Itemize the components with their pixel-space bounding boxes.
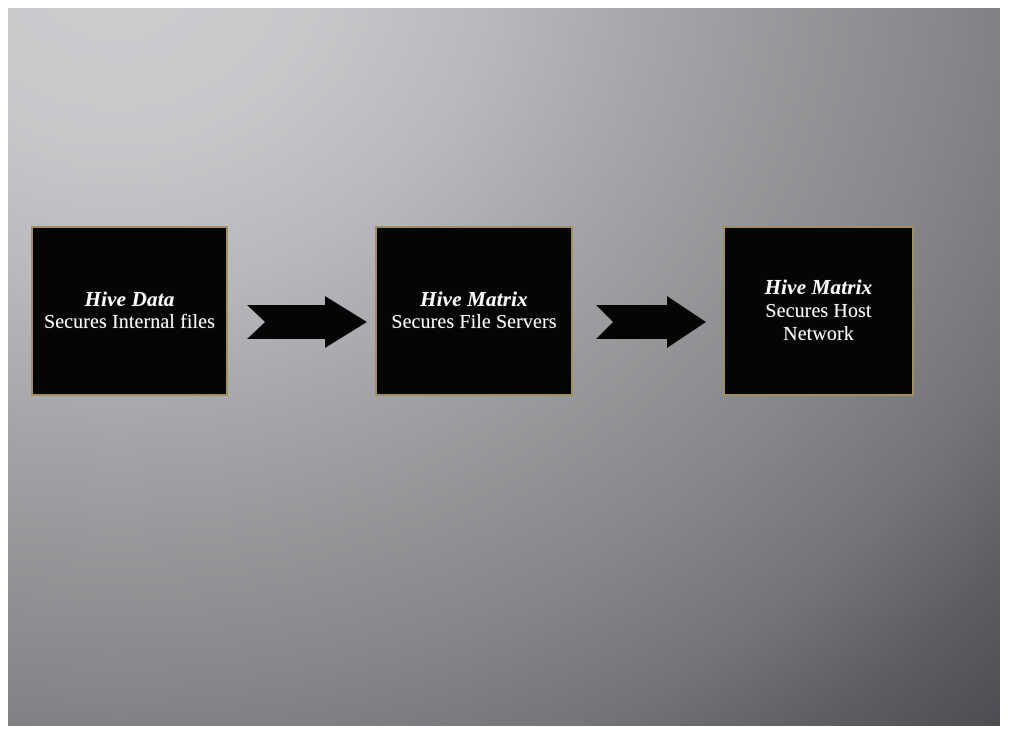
flow-node-title: Hive Matrix <box>764 275 873 300</box>
flow-node-title: Hive Data <box>84 287 175 312</box>
flow-node-hive-matrix-host-network[interactable]: Hive Matrix Secures Host Network <box>723 226 914 396</box>
flow-arrow-right-icon <box>247 296 367 348</box>
flow-node-subtitle: Secures File Servers <box>391 311 557 334</box>
flow-node-hive-matrix-file-servers[interactable]: Hive Matrix Secures File Servers <box>375 226 573 396</box>
flow-node-subtitle: Secures Host Network <box>765 299 872 346</box>
flow-node-title: Hive Matrix <box>420 287 528 312</box>
flow-node-subtitle: Secures Internal files <box>43 311 216 334</box>
diagram-canvas: Hive Data Secures Internal files Hive Ma… <box>8 8 1000 726</box>
flow-node-hive-data[interactable]: Hive Data Secures Internal files <box>31 226 228 396</box>
flow-arrow-right-icon <box>596 296 706 348</box>
